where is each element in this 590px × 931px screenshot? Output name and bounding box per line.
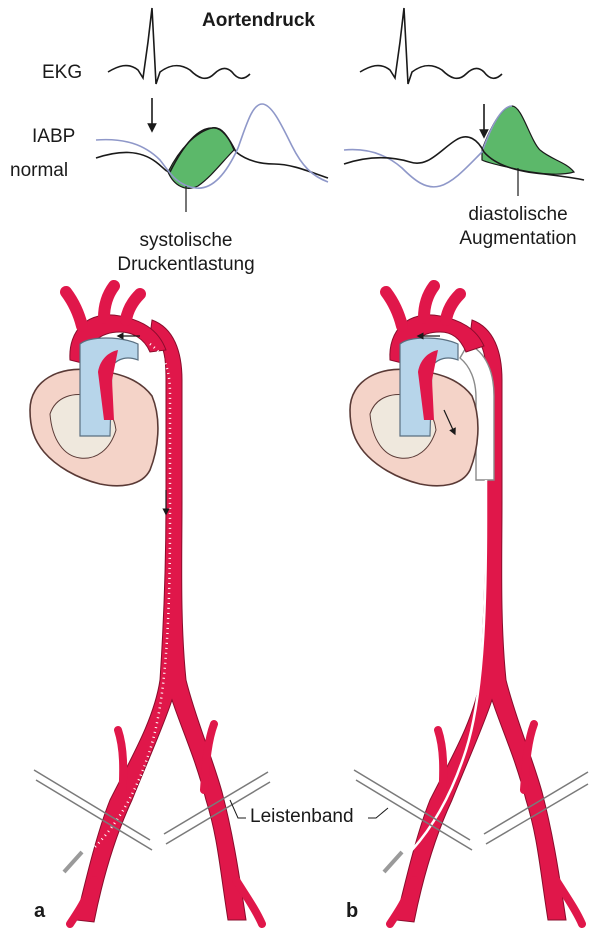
ligament-label: Leistenband (250, 806, 354, 828)
diagram-title: Aortendruck (202, 10, 315, 32)
waveform-panel-a (96, 8, 328, 212)
waveform-panel-b (344, 8, 584, 196)
arch-vessel-b3 (446, 294, 460, 320)
arch-vessel-b1 (386, 292, 402, 326)
catheter-sheath-a (64, 852, 82, 872)
anatomy-panel-a (30, 286, 270, 924)
anatomy-panel-b (350, 286, 588, 924)
arch-vessel-a3 (126, 294, 140, 320)
ligament-leader-left (230, 800, 246, 818)
panel-label-b: b (346, 900, 358, 922)
ekg-label: EKG (42, 62, 82, 84)
ligament-leader-right (368, 808, 388, 818)
systolic-label-line2: Druckentlastung (117, 254, 254, 276)
normal-label: normal (10, 160, 68, 182)
iliac-branch-b1 (438, 730, 443, 800)
diastolic-area (482, 106, 574, 174)
diastolic-label-line2: Augmentation (459, 228, 576, 250)
systolic-label-line1: systolische (140, 230, 233, 252)
panel-label-a: a (34, 900, 45, 922)
iabp-label: IABP (32, 126, 75, 148)
iliac-branch-a1 (118, 730, 123, 800)
arch-vessel-a2 (104, 286, 114, 318)
arch-vessel-b2 (424, 286, 434, 318)
arch-vessel-a1 (66, 292, 82, 326)
ecg-trace-b (360, 8, 502, 84)
diastolic-label-line1: diastolische (468, 204, 567, 226)
